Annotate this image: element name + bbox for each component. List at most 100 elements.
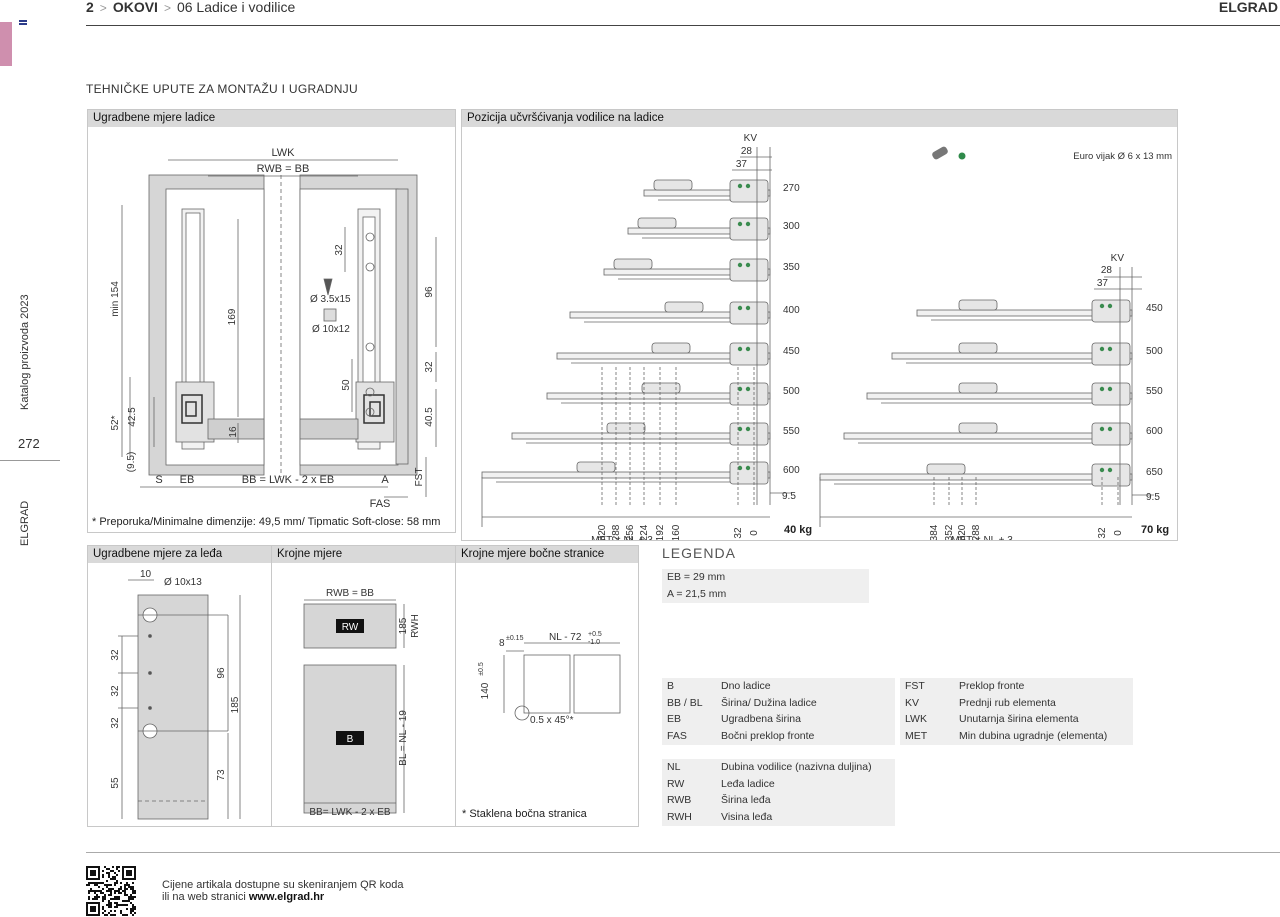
fixing-point (1099, 346, 1105, 352)
legend-value: Preklop fronte (959, 680, 1025, 692)
legend-value: Min dubina ugradnje (elementa) (959, 729, 1108, 742)
footer-divider (86, 852, 1280, 853)
runner-clip (1091, 342, 1131, 366)
legend-row: A = 21,5 mm (662, 586, 869, 603)
menu-icon[interactable] (19, 20, 27, 27)
offset-left: 224 (639, 524, 650, 540)
panel-side-cut: Krojne mjere bočne stranice 8 ±0.15 NL -… (455, 545, 639, 827)
legend-key: MET (905, 729, 928, 742)
label-bl: BL = NL - 19 (398, 710, 409, 766)
label-16: 16 (228, 426, 239, 438)
offset-right: 320 (957, 524, 968, 540)
label-185: 185 (398, 617, 409, 634)
runner-rear-clip (958, 382, 998, 394)
panel-back-dimensions: Ugradbene mjere za leđa 10 Ø 10x13 32 32… (87, 545, 273, 827)
load-right: 70 kg (1141, 524, 1170, 536)
runner-rear-clip (958, 422, 998, 434)
runner-rear-clip (926, 463, 966, 475)
panel-title: Krojne mjere (272, 546, 456, 563)
breadcrumb-chapter[interactable]: 2 (86, 0, 94, 15)
legend-value: Bočni preklop fronte (721, 729, 815, 742)
breadcrumb: 2>OKOVI>06 Ladice i vodilice (86, 0, 295, 15)
panel-runner-position: Pozicija učvršćivanja vodilice na ladice… (461, 109, 1178, 541)
runner-size-left: 350 (783, 262, 800, 273)
fixing-point (1099, 467, 1105, 473)
label-37-left: 37 (736, 159, 748, 170)
panel-title: Pozicija učvršćivanja vodilice na ladice (462, 110, 1177, 127)
offset-left: 192 (655, 524, 666, 540)
fixing-point (1107, 467, 1113, 473)
website-link[interactable]: www.elgrad.hr (248, 891, 325, 903)
label-eb: EB (180, 474, 195, 486)
section-title: TEHNIČKE UPUTE ZA MONTAŽU I UGRADNJU (86, 82, 358, 96)
runner-clip (729, 382, 769, 406)
runner-clip (729, 301, 769, 325)
panel-drawer-dimensions: Ugradbene mjere ladice (87, 109, 456, 533)
label-rwh: RWH (410, 614, 421, 638)
offset-right: 384 (929, 524, 940, 540)
label-73: 73 (216, 769, 227, 781)
legend-title: LEGENDA (662, 545, 736, 561)
load-left: 40 kg (784, 524, 813, 536)
legend-value: Širina/ Dužina ladice (721, 696, 817, 709)
legend-key: BB / BL (667, 696, 703, 709)
label-nl-tol-dn: -1.0 (588, 639, 600, 646)
runner-clip (729, 461, 769, 485)
label-nl: NL - 72 (549, 632, 582, 643)
legend-key: B (667, 680, 675, 692)
label-fas: FAS (370, 498, 391, 510)
label-32-top: 32 (334, 244, 345, 256)
legend-key: KV (905, 696, 920, 709)
fixing-point (1099, 303, 1105, 309)
label-140: 140 (480, 682, 491, 699)
label-9-5: (9.5) (126, 452, 137, 473)
label-10: 10 (140, 569, 152, 580)
label-8-tol: ±0.15 (506, 635, 524, 642)
label-9-5-left: 9.5 (782, 491, 796, 502)
runner-size-left: 400 (783, 305, 800, 316)
label-185: 185 (230, 696, 241, 713)
fixing-point (1099, 426, 1105, 432)
panel-cut-dimensions: Krojne mjere RWB = BB RW 185 RWH B BL = … (271, 545, 457, 827)
fixing-point (1107, 303, 1113, 309)
runner-rear-clip (653, 179, 693, 191)
fixing-point (745, 262, 751, 268)
panel-title: Krojne mjere bočne stranice (456, 546, 638, 563)
fixing-point (737, 465, 743, 471)
legend-value: Ugradbena širina (721, 713, 801, 725)
screw-label: Euro vijak Ø 6 x 13 mm (1073, 151, 1172, 162)
fixing-point (1107, 346, 1113, 352)
offset-left: 288 (611, 524, 622, 540)
label-nl-tol-up: +0.5 (588, 631, 602, 638)
label-169: 169 (227, 308, 238, 325)
breadcrumb-section[interactable]: OKOVI (112, 0, 158, 15)
screw-icon (932, 146, 948, 160)
runner-size-left: 300 (783, 221, 800, 232)
runner-rear-clip (576, 461, 616, 473)
qr-code[interactable] (86, 866, 136, 916)
fixing-point (745, 346, 751, 352)
label-32-b: 32 (110, 685, 121, 697)
drawer-diagram: LWK RWB = BB min 154 169 52* 42.5 (9.5) … (110, 147, 437, 510)
brand-logo: ELGRAD (1218, 0, 1278, 15)
runner-rear-clip (613, 258, 653, 270)
label-chamfer: 0.5 x 45°* (530, 715, 574, 726)
panel-title: Ugradbene mjere za leđa (88, 546, 272, 563)
label-40-5: 40.5 (424, 407, 435, 427)
runner-rear-clip (958, 342, 998, 354)
legend-key: EB (667, 713, 682, 725)
runner-clip (729, 258, 769, 282)
fixing-point (1099, 386, 1105, 392)
breadcrumb-subsection[interactable]: 06 Ladice i vodilice (176, 0, 296, 15)
runner-right (843, 432, 1133, 440)
offset-left: 32 (733, 527, 744, 539)
